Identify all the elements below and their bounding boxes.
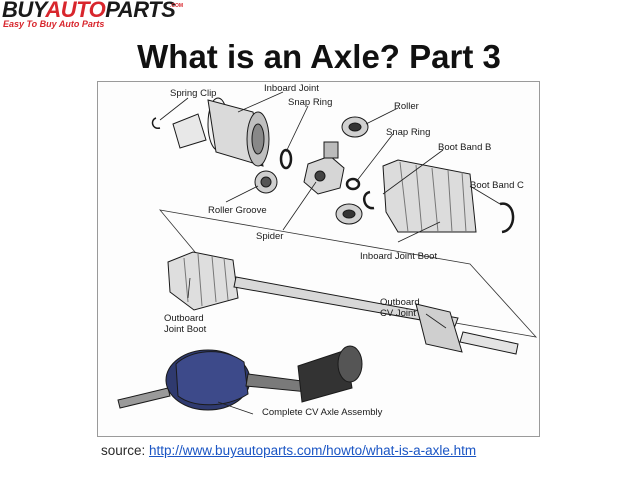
label-outboard-cv-joint-line1: Outboard [380, 297, 420, 308]
label-snap-ring-top: Snap Ring [288, 97, 333, 108]
logo-text-buy: BUY [2, 0, 46, 22]
label-outboard-joint-boot-line2: Joint Boot [164, 324, 207, 335]
boot-band-c-part [499, 202, 515, 234]
label-inboard-joint: Inboard Joint [264, 83, 319, 94]
label-roller: Roller [394, 101, 419, 112]
complete-assembly-photo [117, 345, 363, 411]
source-link[interactable]: http://www.buyautoparts.com/howto/what-i… [149, 443, 477, 458]
label-boot-band-c: Boot Band C [470, 180, 524, 191]
inboard-joint-part [172, 97, 270, 167]
logo-text-parts: PARTS [105, 0, 176, 22]
inboard-joint-boot-part [362, 159, 515, 234]
label-spring-clip: Spring Clip [170, 88, 217, 99]
spider-part [303, 141, 345, 195]
roller-part [335, 116, 369, 225]
buyautoparts-logo[interactable]: BUYAUTOPARTS .COM Easy To Buy Auto Parts [0, 0, 200, 34]
spring-clip-part [151, 117, 161, 129]
logo-tagline: Easy To Buy Auto Parts [3, 19, 105, 29]
source-prefix: source: [101, 443, 150, 458]
source-citation: source: http://www.buyautoparts.com/howt… [101, 443, 476, 458]
logo-dotcom: .COM [170, 3, 184, 9]
slide-title: What is an Axle? Part 3 [137, 38, 501, 75]
label-boot-band-b: Boot Band B [438, 142, 492, 153]
label-inboard-joint-boot: Inboard Joint Boot [360, 251, 438, 262]
axle-diagram-drawing [117, 91, 538, 415]
label-roller-groove: Roller Groove [208, 205, 267, 216]
label-snap-ring-right: Snap Ring [386, 127, 431, 138]
label-outboard-cv-joint-line2: CV Joint [380, 308, 416, 319]
axle-diagram: Spring Clip Inboard Joint Snap Ring Roll… [97, 81, 540, 437]
label-outboard-joint-boot-line1: Outboard [164, 313, 204, 324]
label-complete-assembly: Complete CV Axle Assembly [262, 407, 383, 418]
roller-groove-part [254, 170, 278, 194]
boot-band-b-part [362, 190, 375, 210]
label-spider: Spider [256, 231, 284, 242]
snap-ring-part [279, 148, 293, 170]
logo-wordmark: BUYAUTOPARTS [2, 0, 176, 23]
exploded-shaft-part [167, 251, 519, 355]
logo-text-auto: AUTO [45, 0, 106, 22]
